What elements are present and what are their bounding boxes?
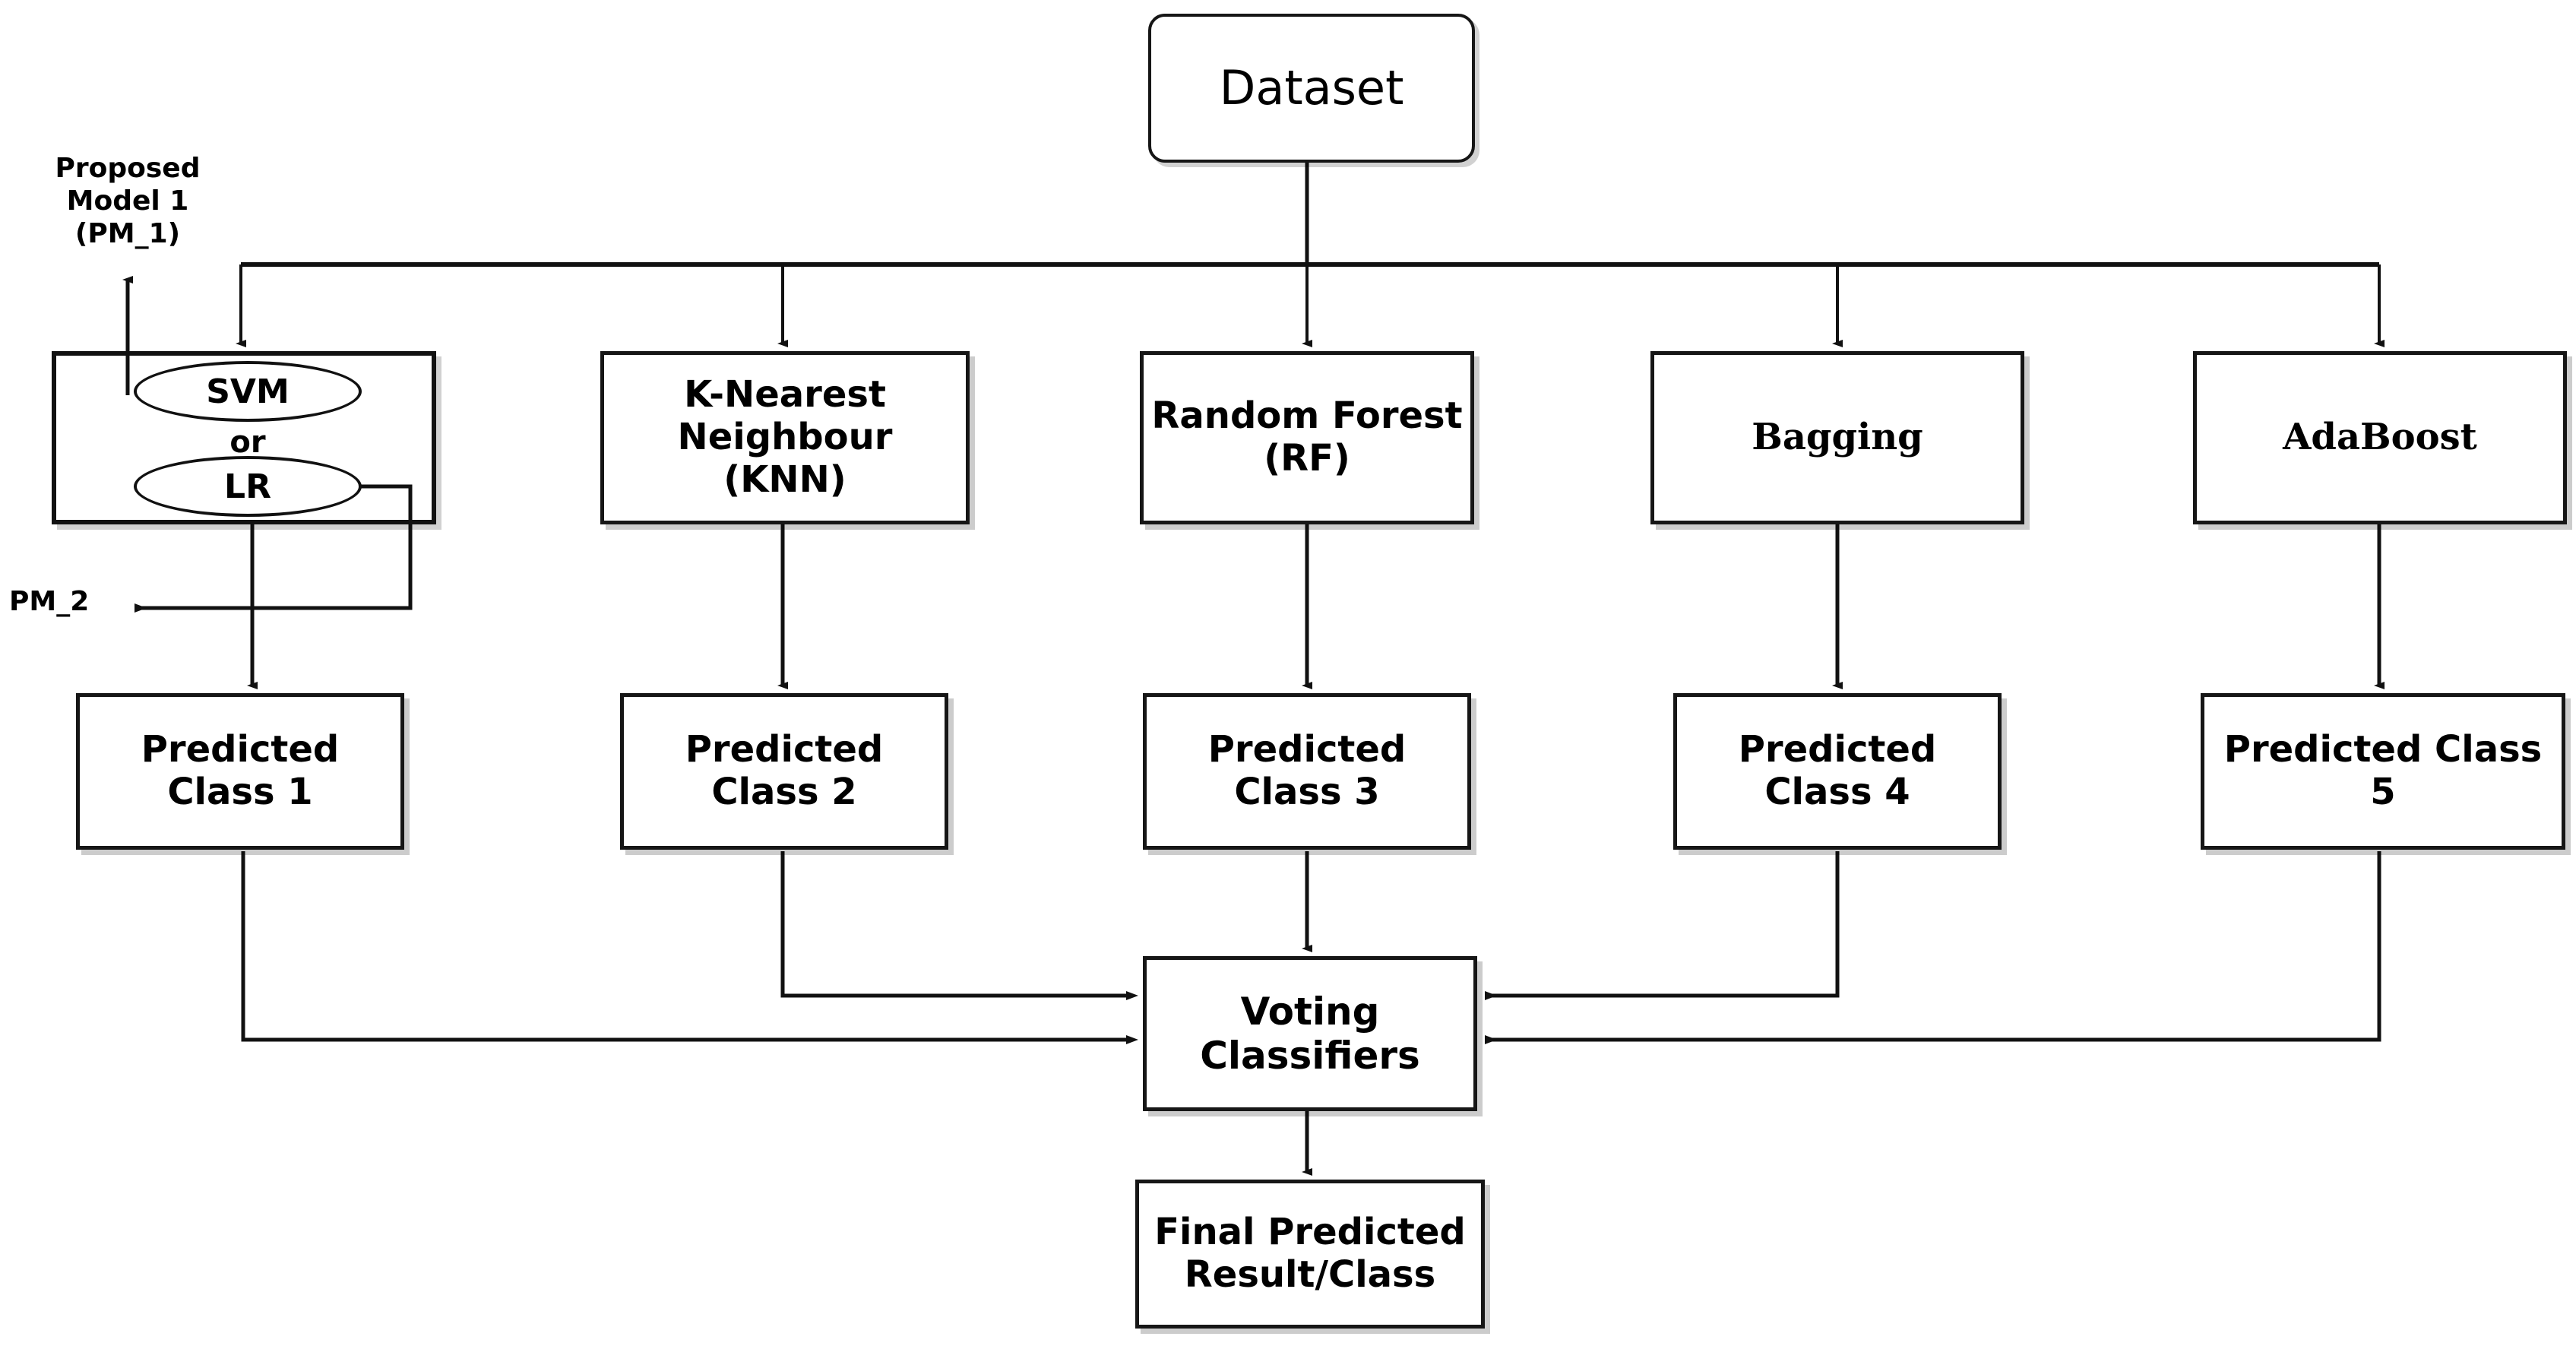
edge-pred1-to-voting: [241, 851, 1138, 1044]
node-predicted-class-2-label: Predicted Class 2: [685, 728, 884, 813]
node-predicted-class-1-label: Predicted Class 1: [141, 728, 340, 813]
node-svm[interactable]: SVM: [134, 361, 362, 422]
node-random-forest-label: Random Forest (RF): [1151, 394, 1463, 480]
node-dataset-label: Dataset: [1219, 60, 1404, 116]
node-predicted-class-2[interactable]: Predicted Class 2: [620, 693, 948, 850]
node-predicted-class-3-label: Predicted Class 3: [1207, 728, 1407, 813]
edge-pred4-to-voting: [1485, 851, 1840, 1000]
node-knn-label: K-Nearest Neighbour (KNN): [677, 373, 893, 501]
node-lr[interactable]: LR: [134, 456, 362, 517]
edge-pred5-to-voting: [1485, 851, 2381, 1044]
node-bagging-label: Bagging: [1752, 416, 1923, 459]
edge-lr-to-pm2: [134, 484, 413, 613]
node-predicted-class-4-label: Predicted Class 4: [1738, 728, 1937, 813]
node-random-forest[interactable]: Random Forest (RF): [1140, 351, 1474, 524]
node-knn[interactable]: K-Nearest Neighbour (KNN): [600, 351, 970, 524]
node-predicted-class-4[interactable]: Predicted Class 4: [1673, 693, 2002, 850]
group-proposed-model-1: [52, 351, 436, 524]
node-adaboost[interactable]: AdaBoost: [2193, 351, 2567, 524]
node-final-result[interactable]: Final Predicted Result/Class: [1135, 1180, 1485, 1329]
node-final-result-label: Final Predicted Result/Class: [1154, 1211, 1466, 1296]
node-voting-classifiers-label: Voting Classifiers: [1200, 990, 1420, 1078]
node-predicted-class-3[interactable]: Predicted Class 3: [1143, 693, 1471, 850]
edge-pred2-to-voting: [780, 851, 1138, 1000]
node-predicted-class-5-label: Predicted Class 5: [2223, 728, 2543, 813]
node-bagging[interactable]: Bagging: [1650, 351, 2024, 524]
annotation-pm2: PM_2: [9, 586, 90, 617]
node-or-label: or: [229, 425, 266, 460]
node-svm-label: SVM: [206, 372, 290, 411]
node-lr-label: LR: [224, 467, 271, 506]
node-adaboost-label: AdaBoost: [2283, 416, 2477, 459]
node-predicted-class-5[interactable]: Predicted Class 5: [2201, 693, 2565, 850]
node-predicted-class-1[interactable]: Predicted Class 1: [76, 693, 404, 850]
node-voting-classifiers[interactable]: Voting Classifiers: [1143, 956, 1477, 1111]
node-dataset[interactable]: Dataset: [1148, 14, 1475, 163]
annotation-pm1: Proposed Model 1 (PM_1): [55, 153, 201, 250]
